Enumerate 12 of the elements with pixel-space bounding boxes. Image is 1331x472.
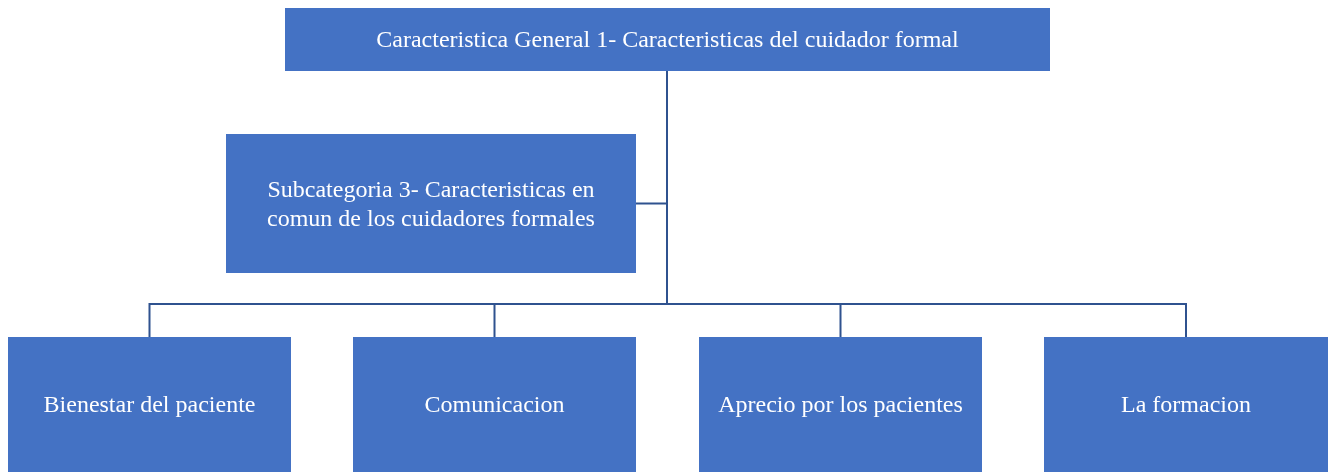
category-box — [8, 337, 291, 472]
category-box — [285, 8, 1050, 71]
category-box — [699, 337, 982, 472]
box-label: Subcategoria 3- Caracteristicas en comun de los cuidadores formales — [266, 174, 596, 233]
box-label: Bienestar del paciente — [43, 390, 256, 419]
box-label: Caracteristica General 1- Caracteristicas del cuidador formal — [376, 25, 959, 54]
box-label: Comunicacion — [424, 390, 565, 419]
category-box — [1044, 337, 1328, 472]
box-label: Aprecio por los pacientes — [718, 390, 963, 419]
box-label: La formacion — [1121, 390, 1251, 419]
category-box — [353, 337, 636, 472]
category-box — [226, 134, 636, 273]
